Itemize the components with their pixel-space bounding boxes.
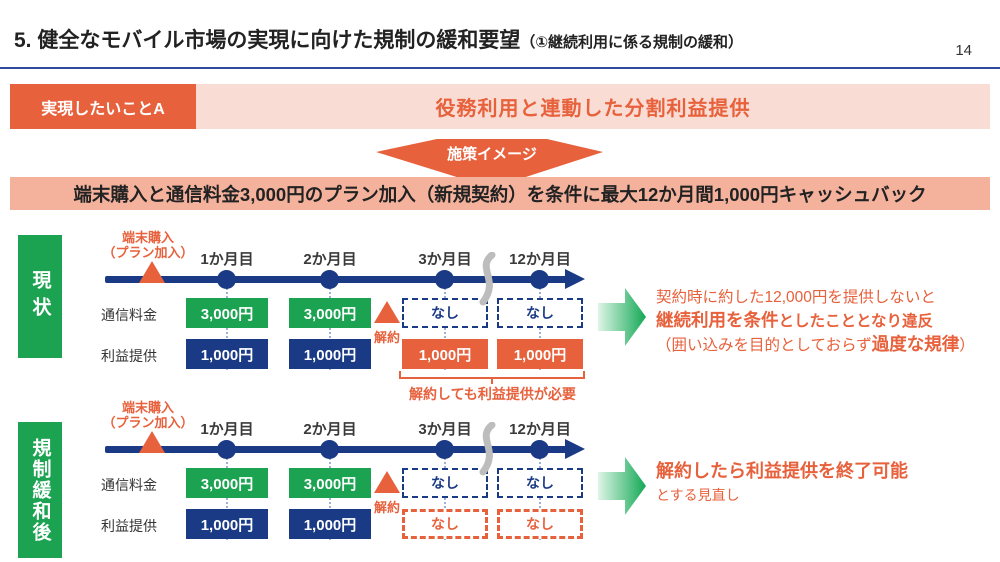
connector-line [539, 288, 541, 370]
month-label: 12か月目 [509, 421, 571, 438]
result-line2-bold: 継続利用を条件 [656, 310, 779, 330]
timeline-dot [530, 270, 549, 289]
result-arrow-icon [598, 457, 646, 515]
month-label: 1か月目 [200, 421, 254, 438]
policy-down-arrow-icon: 施策イメージ [376, 139, 603, 188]
month-label: 12か月目 [509, 251, 571, 268]
timeline-dot [217, 270, 236, 289]
benefit-box: 1,000円 [289, 339, 371, 369]
fee-box-none: なし [497, 298, 583, 328]
purchase-label: 端末購入 （プラン加入） [88, 230, 208, 260]
purchase-label-line2: （プラン加入） [102, 415, 194, 430]
result-line1-bold: 解約したら利益提供を終了可能 [656, 461, 908, 481]
side-label-relaxed: 規制緩和後 [18, 422, 62, 558]
axis-break-squiggle-icon [479, 252, 496, 306]
month-label: 3か月目 [418, 421, 472, 438]
benefit-row-label: 利益提供 [101, 348, 157, 364]
cancel-triangle-icon [374, 471, 400, 493]
slide-title-main: 5. 健全なモバイル市場の実現に向けた規制の緩和要望 [14, 29, 521, 52]
goal-heading: 役務利用と連動した分割利益提供 [435, 98, 751, 120]
benefit-box-after-cancel: 1,000円 [497, 339, 583, 369]
fee-box: 3,000円 [289, 298, 371, 328]
title-divider [0, 67, 1000, 69]
timeline-relaxed: 規制緩和後 端末購入 （プラン加入） 1か月目 2か月目 3か月目 12か月目 … [0, 398, 1000, 562]
side-label-current: 現状 [18, 235, 62, 358]
purchase-label: 端末購入 （プラン加入） [88, 400, 208, 430]
month-label: 1か月目 [200, 251, 254, 268]
benefit-box-none: なし [497, 509, 583, 539]
result-line2: とする見直し [656, 487, 740, 503]
month-label: 2か月目 [303, 421, 357, 438]
purchase-label-line1: 端末購入 [121, 400, 174, 415]
fee-box: 3,000円 [186, 468, 268, 498]
fee-box-none: なし [497, 468, 583, 498]
connector-line [226, 458, 228, 540]
timeline-dot [320, 270, 339, 289]
required-bracket [399, 371, 585, 384]
connector-line [329, 458, 331, 540]
fee-row-label: 通信料金 [101, 477, 157, 493]
fee-box-none: なし [402, 468, 488, 498]
fee-row-label: 通信料金 [101, 307, 157, 323]
timeline-dot [435, 270, 454, 289]
goal-tag: 実現したいことA [10, 84, 196, 129]
benefit-row-label: 利益提供 [101, 518, 157, 534]
cancel-triangle-icon [374, 301, 400, 323]
result-line3-bold: 過度な規律 [871, 334, 960, 354]
connector-line [329, 288, 331, 370]
fee-box: 3,000円 [289, 468, 371, 498]
slide-title-sub: （①継続利用に係る規制の緩和） [520, 34, 744, 51]
cancel-label: 解約 [373, 500, 400, 515]
timeline-dot [435, 440, 454, 459]
required-note: 解約しても利益提供が必要 [409, 386, 576, 402]
month-label: 3か月目 [418, 251, 472, 268]
timeline-dot [530, 440, 549, 459]
benefit-box: 1,000円 [186, 339, 268, 369]
axis-break-squiggle-icon [479, 422, 496, 476]
result-line3-pre: （囲い込みを目的としておらず [656, 337, 872, 354]
fee-box: 3,000円 [186, 298, 268, 328]
timeline-dot [217, 440, 236, 459]
connector-line [539, 458, 541, 540]
benefit-box-none: なし [402, 509, 488, 539]
summary-banner: 端末購入と通信料金3,000円のプラン加入（新規契約）を条件に最大12か月間1,… [10, 177, 990, 210]
result-line1: 契約時に約した12,000円を提供しないと [656, 289, 936, 306]
benefit-box: 1,000円 [186, 509, 268, 539]
result-line3-post: ） [959, 337, 975, 354]
benefit-box-after-cancel: 1,000円 [402, 339, 488, 369]
result-text-current: 契約時に約した12,000円を提供しないと 継続利用を条件としたこととなり違反 … [656, 286, 975, 357]
timeline-dot [320, 440, 339, 459]
result-arrow-icon [598, 288, 646, 346]
fee-box-none: なし [402, 298, 488, 328]
timeline-arrowhead-icon [565, 269, 585, 289]
policy-arrow-label: 施策イメージ [447, 145, 537, 163]
purchase-label-line1: 端末購入 [121, 230, 174, 245]
result-text-relaxed: 解約したら利益提供を終了可能 とする見直し [656, 460, 908, 507]
timeline-current: 現状 端末購入 （プラン加入） 1か月目 2か月目 3か月目 12か月目 通信料… [0, 228, 1000, 402]
slide-title: 5. 健全なモバイル市場の実現に向けた規制の緩和要望（①継続利用に係る規制の緩和… [14, 24, 743, 54]
cancel-label: 解約 [373, 330, 400, 345]
connector-line [226, 288, 228, 370]
purchase-triangle-icon [139, 431, 165, 453]
timeline-arrowhead-icon [565, 439, 585, 459]
benefit-box: 1,000円 [289, 509, 371, 539]
page-number: 14 [955, 42, 972, 59]
result-line2-rest: としたこととなり違反 [778, 313, 934, 330]
purchase-label-line2: （プラン加入） [102, 245, 194, 260]
month-label: 2か月目 [303, 251, 357, 268]
purchase-triangle-icon [139, 261, 165, 283]
connector-line [444, 288, 446, 370]
connector-line [444, 458, 446, 540]
